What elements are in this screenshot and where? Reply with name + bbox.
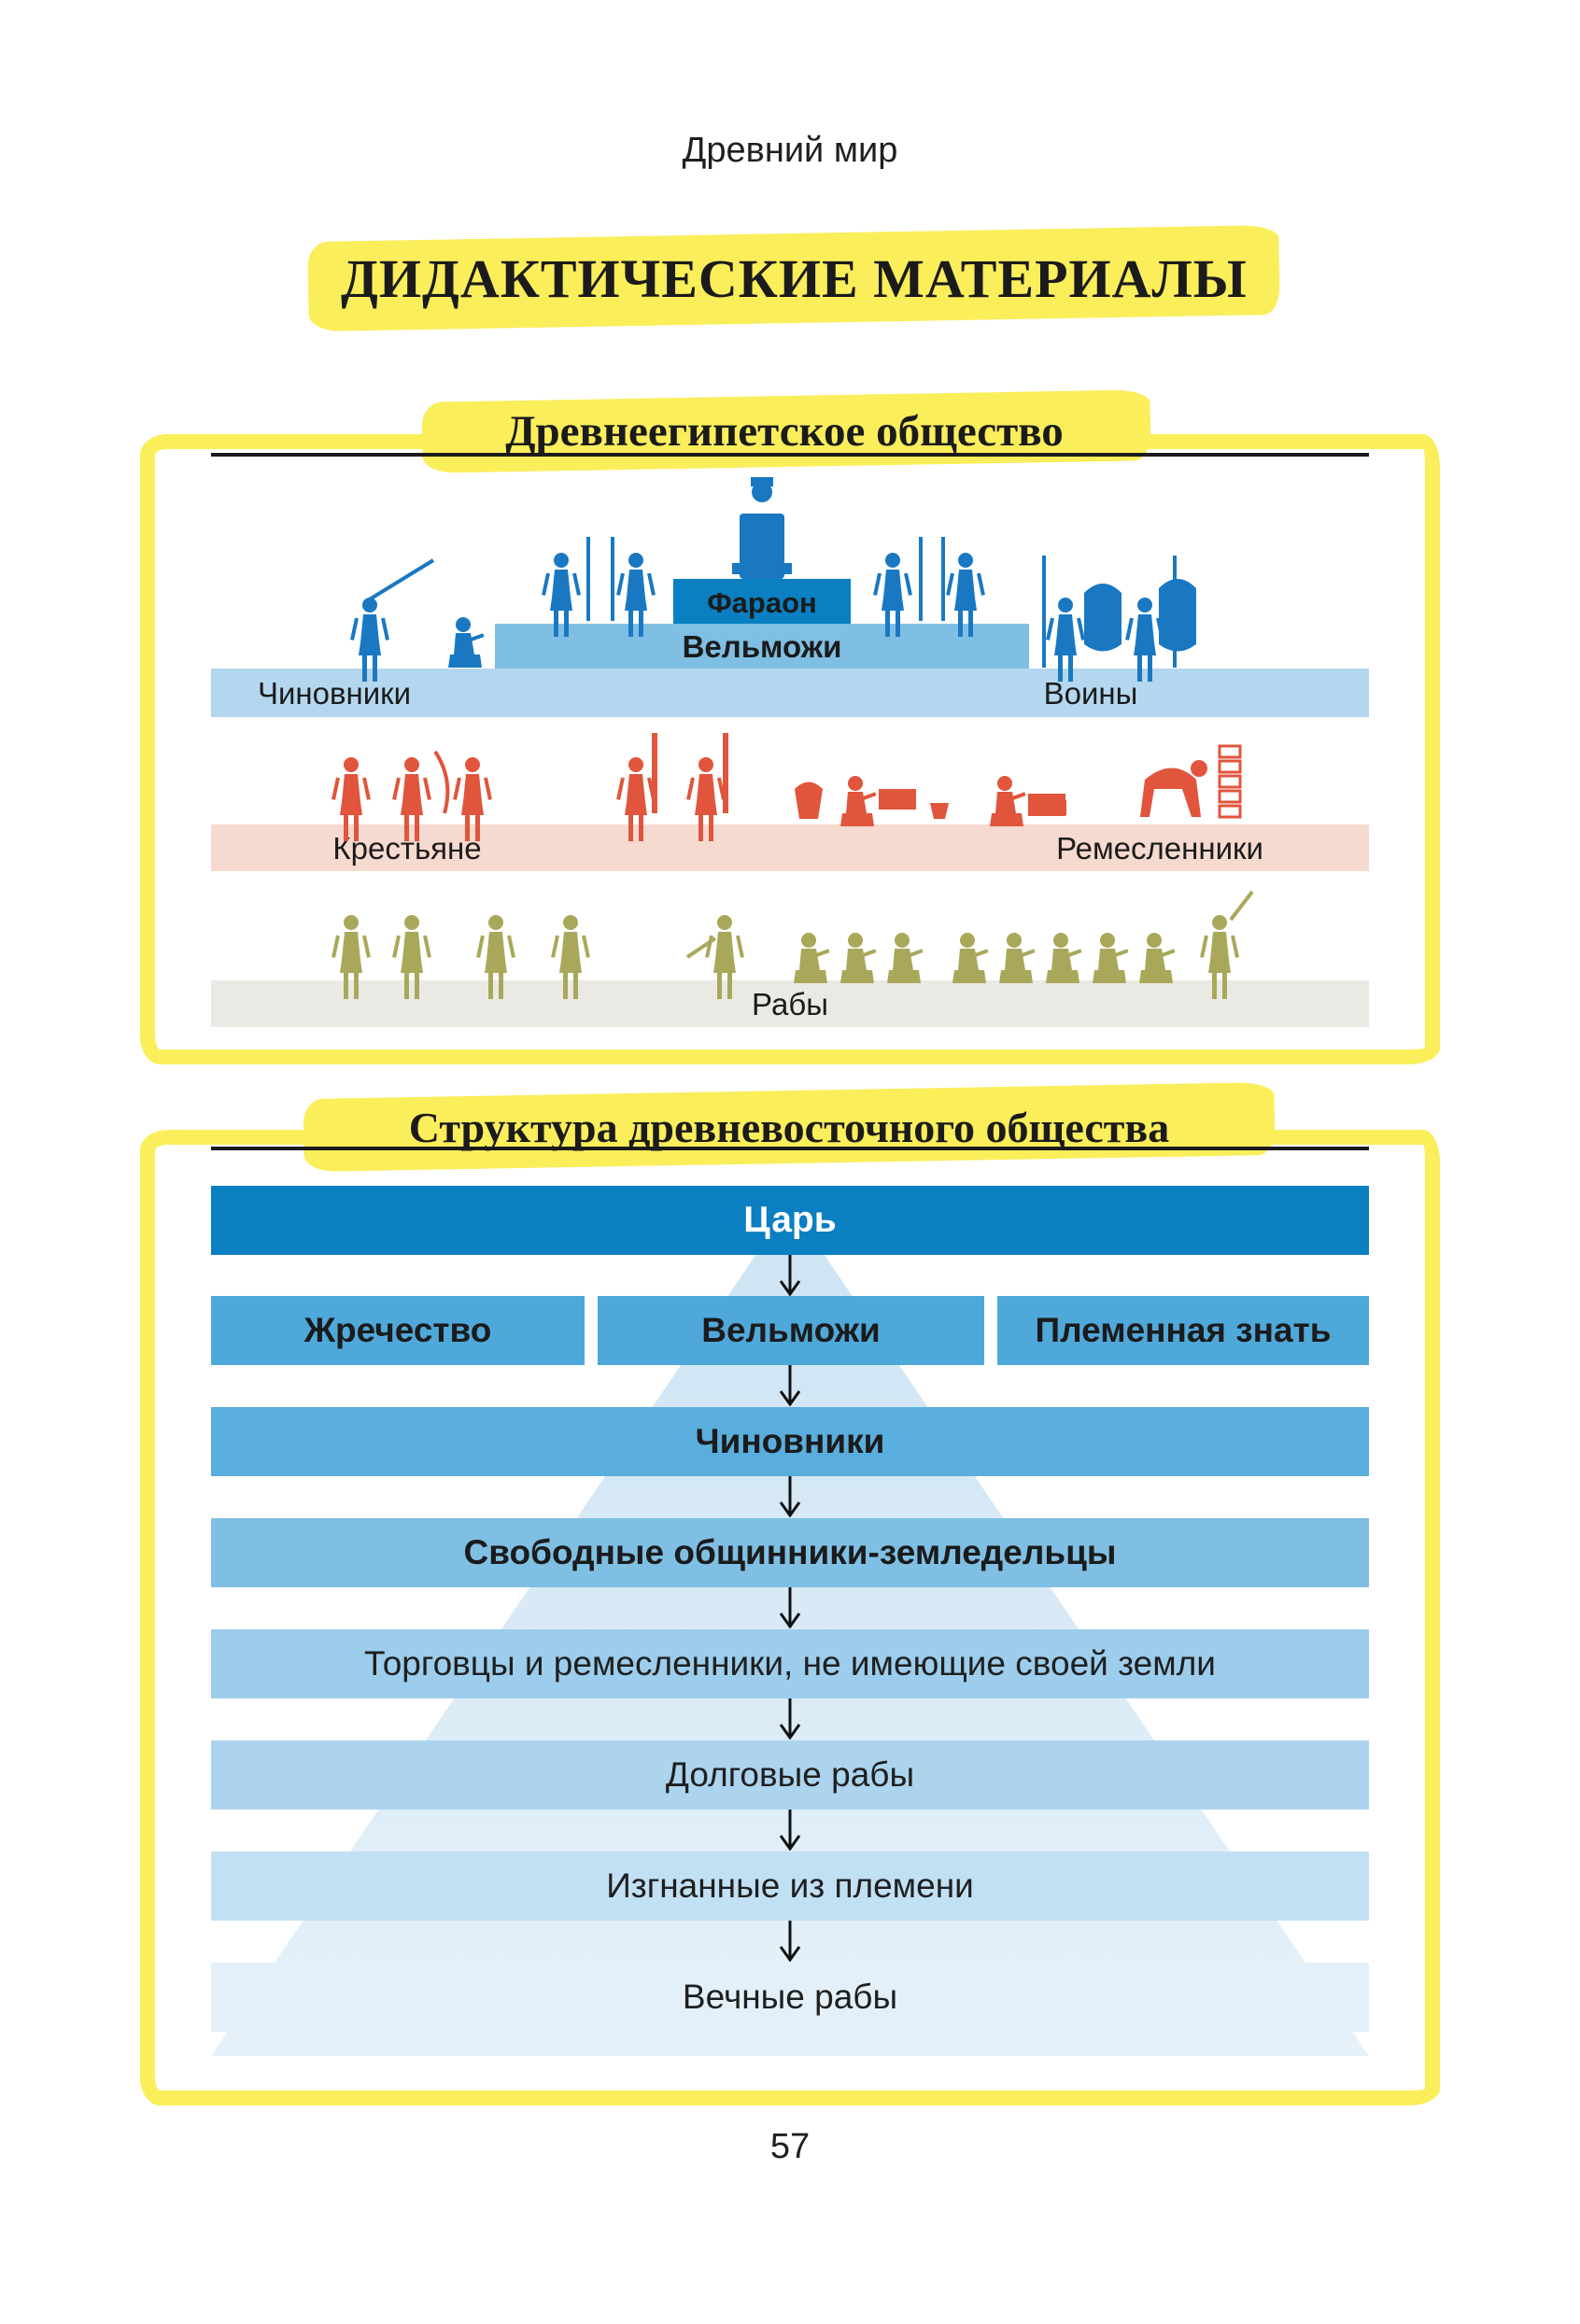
arrow-down-icon [779, 1365, 801, 1406]
warriors-label: Воины [1044, 676, 1138, 711]
priesthood-box: Жречество [211, 1296, 585, 1365]
officials-label: Чиновники [258, 676, 411, 711]
artisans-label: Ремесленники [1056, 831, 1263, 866]
king-box: Царь [211, 1186, 1369, 1255]
main-title-highlight: ДИДАКТИЧЕСКИЕ МАТЕРИАЛЫ [307, 224, 1280, 332]
traders-box: Торговцы и ремесленники, не имеющие свое… [211, 1629, 1369, 1698]
kneeling-slave-figure [1093, 933, 1129, 983]
scribe-figure [448, 617, 485, 668]
bricklayer-figure [1140, 768, 1201, 817]
kneeling-slave-figure [1046, 933, 1082, 983]
exiles-box: Изгнанные из племени [211, 1852, 1369, 1921]
priesthood-label: Жречество [303, 1311, 492, 1349]
artisan-figure [990, 776, 1026, 826]
eternal-slaves-label: Вечные рабы [682, 1978, 898, 2016]
page-number: 57 [769, 2127, 811, 2166]
running-header: Древний мир [682, 131, 898, 170]
tribal-nobility-label: Племенная знать [1035, 1311, 1332, 1349]
structure-title-rule [211, 1147, 1369, 1150]
pot-icon [795, 782, 823, 819]
exiles-label: Изгнанные из племени [606, 1866, 974, 1905]
slaves-label: Рабы [752, 987, 828, 1021]
pharaoh-platform: Фараон [673, 579, 851, 624]
arrow-down-icon [779, 1587, 801, 1628]
nobles-label: Вельможи [701, 1311, 881, 1349]
arrow-down-icon [779, 1921, 801, 1962]
arrow-down-icon [779, 1476, 801, 1517]
arrow-down-icon [779, 1698, 801, 1739]
free-farmers-box: Свободные общинники-земледельцы [211, 1518, 1369, 1587]
kneeling-slave-figure [840, 933, 877, 983]
egypt-title-rule [211, 453, 1369, 457]
slaves-band [211, 980, 1369, 1027]
nobles-label: Вельможи [683, 629, 842, 664]
red-figures [332, 733, 1242, 841]
nobles-box: Вельможи [598, 1296, 984, 1365]
main-title: ДИДАКТИЧЕСКИЕ МАТЕРИАЛЫ [340, 247, 1248, 309]
bowl-icon [1051, 800, 1066, 815]
tribal-nobility-box: Племенная знать [997, 1296, 1369, 1365]
kneeling-slave-figure [1139, 933, 1176, 983]
kneeling-slave-figure [794, 933, 830, 983]
kneeling-slave-figure [999, 933, 1036, 983]
potter-figure [840, 776, 877, 826]
egypt-section-title: Древнеегипетское общество [505, 407, 1064, 456]
arrow-down-icon [779, 1255, 801, 1296]
peasants-artisans-band [211, 824, 1369, 871]
officials-box: Чиновники [211, 1407, 1369, 1476]
arrow-down-icon [779, 1810, 801, 1851]
olive-figures [332, 890, 1254, 999]
debt-slaves-label: Долговые рабы [665, 1755, 915, 1794]
free-farmers-label: Свободные общинники-земледельцы [463, 1533, 1117, 1571]
pharaoh-label: Фараон [707, 586, 817, 619]
pharaoh-figure [732, 477, 792, 579]
blue-figures [350, 477, 1196, 682]
eternal-slaves-box: Вечные рабы [211, 1963, 1369, 2032]
debt-slaves-box: Долговые рабы [211, 1740, 1369, 1810]
kneeling-slave-figure [952, 933, 989, 983]
officials-label: Чиновники [695, 1422, 885, 1460]
king-label: Царь [743, 1200, 837, 1240]
structure-section-title: Структура древневосточного общества [408, 1103, 1170, 1151]
officials-warriors-band [211, 669, 1369, 717]
traders-label: Торговцы и ремесленники, не имеющие свое… [364, 1644, 1216, 1683]
kneeling-slave-figure [887, 933, 924, 983]
egypt-society-illustration: Вельможи Фараон Чиновники Воины [211, 477, 1369, 1027]
bricks-icon [1218, 744, 1242, 819]
nobles-platform: Вельможи [495, 624, 1029, 669]
